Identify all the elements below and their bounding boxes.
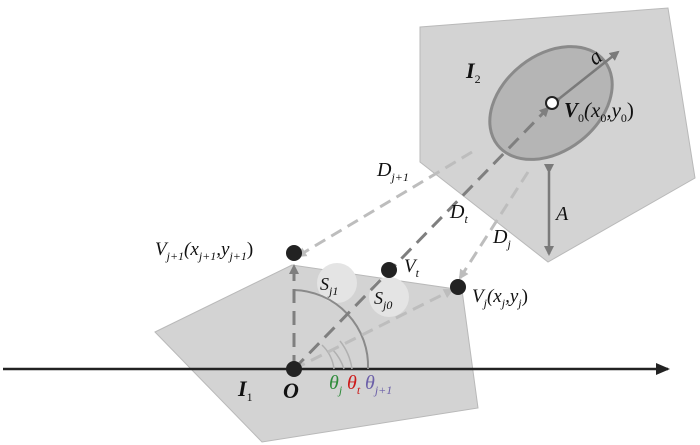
label-v0: V0(x0,y0) — [564, 98, 634, 125]
label-dj1: Dj+1 — [376, 159, 409, 184]
ray-o-to-vj — [293, 288, 454, 371]
label-dt: Dt — [449, 201, 468, 226]
label-theta-j1: θj+1 — [365, 372, 392, 397]
radius-a-arrow — [550, 50, 620, 107]
angle-arc-inner — [339, 340, 353, 370]
label-theta-t: θt — [347, 372, 361, 397]
label-sj1: Sj1 — [320, 274, 338, 298]
label-origin: O — [283, 378, 299, 403]
label-A: A — [554, 203, 569, 225]
label-i1: I1 — [237, 376, 253, 404]
projection-dj1 — [296, 150, 473, 258]
label-i2: I2 — [465, 58, 481, 86]
center-v0 — [545, 96, 559, 110]
ray-o-to-v0 — [292, 106, 550, 371]
label-vt: Vt — [404, 256, 420, 280]
origin-point — [286, 361, 302, 377]
vertex-vj1 — [286, 245, 302, 261]
sector-sj1-marker — [317, 263, 357, 303]
label-sj0: Sj0 — [374, 288, 392, 312]
label-vj1: Vj+1(xj+1,yj+1) — [155, 239, 253, 263]
label-dj: Dj — [492, 226, 511, 251]
angle-arc-mid — [321, 344, 335, 370]
projection-dj — [458, 171, 530, 280]
vertex-vj — [450, 279, 466, 295]
sector-sj0-marker — [369, 277, 409, 317]
vertex-vt — [381, 262, 397, 278]
label-vj: Vj(xj,yj) — [472, 286, 528, 310]
label-theta-j: θj — [329, 372, 343, 397]
region-i1-pentagon — [154, 264, 479, 443]
